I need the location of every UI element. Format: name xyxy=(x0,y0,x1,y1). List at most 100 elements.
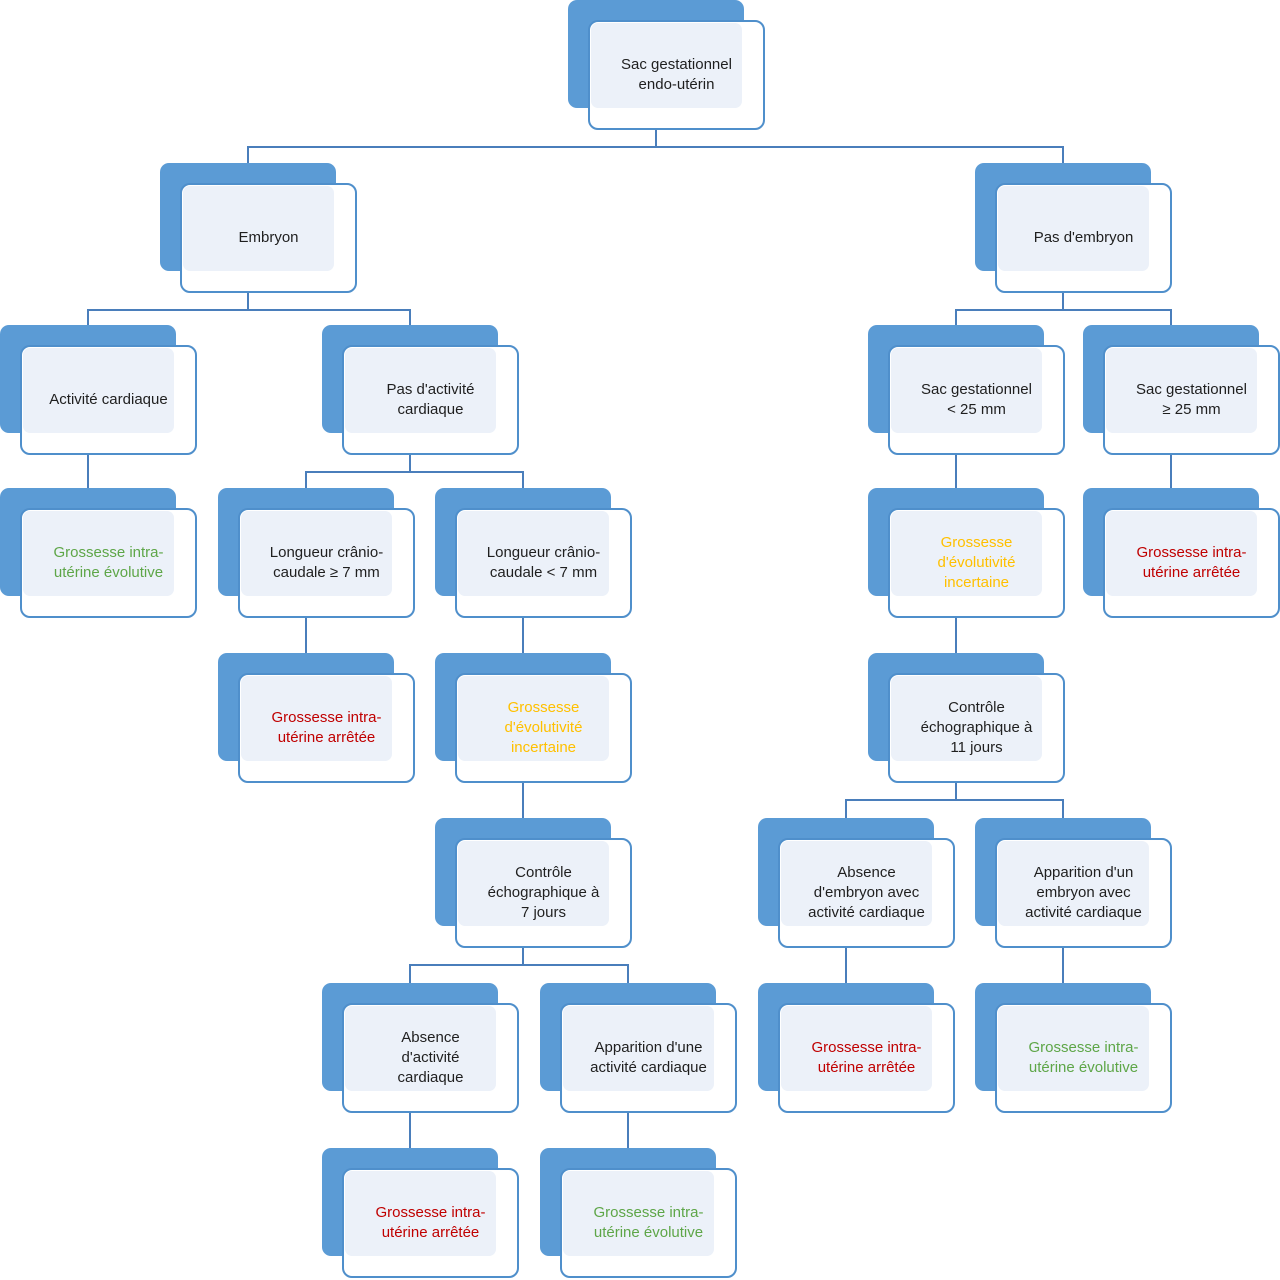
node-grossesse-evolutive-droite-bas: Grossesse intra- utérine évolutive xyxy=(975,983,1172,1113)
node-card xyxy=(560,1168,737,1278)
connector-line xyxy=(1062,799,1064,823)
node-card xyxy=(995,1003,1172,1113)
node-label: Absence d'embryon avec activité cardiaqu… xyxy=(808,864,925,921)
node-label: Apparition d'un embryon avec activité ca… xyxy=(1025,864,1142,921)
node-label: Grossesse intra- utérine arrêtée xyxy=(271,709,382,746)
node-pas-d-embryon: Pas d'embryon xyxy=(975,163,1172,293)
connector-line xyxy=(522,616,524,658)
connector-line xyxy=(955,309,957,329)
connector-line xyxy=(1062,289,1064,311)
node-card xyxy=(995,838,1172,948)
node-card xyxy=(1103,345,1280,455)
connector-line xyxy=(955,616,957,658)
node-label: Grossesse intra- utérine arrêtée xyxy=(1136,544,1247,581)
node-label: Sac gestationnel < 25 mm xyxy=(921,381,1032,418)
connector-line xyxy=(1062,146,1064,168)
connector-line xyxy=(522,944,524,966)
node-label: Grossesse d'évolutivité incertaine xyxy=(937,534,1016,591)
node-apparition-activite-cardiaque: Apparition d'une activité cardiaque xyxy=(540,983,737,1113)
node-label: Contrôle échographique à 7 jours xyxy=(487,864,600,921)
node-grossesse-incertaine-droite: Grossesse d'évolutivité incertaine xyxy=(868,488,1065,618)
connector-line xyxy=(409,964,411,988)
node-card xyxy=(238,508,415,618)
node-card xyxy=(995,183,1172,293)
node-grossesse-incertaine-gauche: Grossesse d'évolutivité incertaine xyxy=(435,653,632,783)
node-card xyxy=(888,673,1065,783)
connector-line xyxy=(409,309,411,329)
node-controle-echo-7-jours: Contrôle échographique à 7 jours xyxy=(435,818,632,948)
node-lcc-lt-7: Longueur crânio- caudale < 7 mm xyxy=(435,488,632,618)
connector-line xyxy=(1062,944,1064,986)
node-grossesse-arretee-gauche-bas: Grossesse intra- utérine arrêtée xyxy=(322,1148,519,1278)
connector-line xyxy=(627,1111,629,1153)
connector-line xyxy=(87,309,89,329)
connector-line xyxy=(1170,453,1172,493)
connector-line xyxy=(955,453,957,493)
node-label: Absence d'activité cardiaque xyxy=(397,1029,464,1086)
node-card xyxy=(560,1003,737,1113)
node-card xyxy=(238,673,415,783)
connector-line xyxy=(305,616,307,658)
node-label: Grossesse intra- utérine évolutive xyxy=(1028,1039,1139,1076)
node-activite-cardiaque: Activité cardiaque xyxy=(0,325,197,455)
node-card xyxy=(455,838,632,948)
connector-line xyxy=(845,799,847,823)
node-grossesse-arretee-gauche-haut: Grossesse intra- utérine arrêtée xyxy=(218,653,415,783)
node-card xyxy=(588,20,765,130)
connector-line xyxy=(409,1111,411,1153)
connector-line xyxy=(247,146,249,168)
node-card xyxy=(888,345,1065,455)
node-sac-gestationnel-ge-25: Sac gestationnel ≥ 25 mm xyxy=(1083,325,1280,455)
connector-line xyxy=(955,779,957,801)
node-card xyxy=(778,838,955,948)
node-grossesse-evolutive-gauche: Grossesse intra- utérine évolutive xyxy=(0,488,197,618)
node-label: Grossesse intra- utérine évolutive xyxy=(53,544,164,581)
node-label: Apparition d'une activité cardiaque xyxy=(590,1039,707,1076)
node-card xyxy=(888,508,1065,618)
node-lcc-ge-7: Longueur crânio- caudale ≥ 7 mm xyxy=(218,488,415,618)
node-label: Grossesse intra- utérine arrêtée xyxy=(375,1204,486,1241)
node-label: Embryon xyxy=(238,229,299,247)
connector-line xyxy=(87,309,411,311)
node-card xyxy=(342,345,519,455)
node-sac-gestationnel-endo-uterin: Sac gestationnel endo-utérin xyxy=(568,0,765,130)
node-embryon: Embryon xyxy=(160,163,357,293)
node-card xyxy=(20,345,197,455)
connector-line xyxy=(845,799,1064,801)
node-card xyxy=(1103,508,1280,618)
connector-line xyxy=(247,289,249,311)
node-card xyxy=(180,183,357,293)
node-card xyxy=(455,673,632,783)
node-label: Pas d'activité cardiaque xyxy=(386,381,475,418)
node-label: Sac gestationnel ≥ 25 mm xyxy=(1136,381,1247,418)
connector-line xyxy=(955,309,1172,311)
connector-line xyxy=(522,471,524,493)
node-controle-echo-11-jours: Contrôle échographique à 11 jours xyxy=(868,653,1065,783)
connector-line xyxy=(627,964,629,988)
connector-line xyxy=(87,453,89,493)
node-label: Longueur crânio- caudale < 7 mm xyxy=(486,544,601,581)
node-label: Grossesse d'évolutivité incertaine xyxy=(504,699,583,756)
connector-line xyxy=(247,146,1064,148)
connector-line xyxy=(409,964,629,966)
connector-line xyxy=(305,471,524,473)
node-card xyxy=(778,1003,955,1113)
node-label: Grossesse intra- utérine arrêtée xyxy=(811,1039,922,1076)
connector-line xyxy=(655,126,657,148)
node-pas-d-activite-cardiaque: Pas d'activité cardiaque xyxy=(322,325,519,455)
node-label: Longueur crânio- caudale ≥ 7 mm xyxy=(269,544,384,581)
node-label: Grossesse intra- utérine évolutive xyxy=(593,1204,704,1241)
connector-line xyxy=(845,944,847,986)
node-card xyxy=(342,1003,519,1113)
node-card xyxy=(455,508,632,618)
node-absence-activite-cardiaque: Absence d'activité cardiaque xyxy=(322,983,519,1113)
node-card xyxy=(20,508,197,618)
node-label: Sac gestationnel endo-utérin xyxy=(621,56,732,93)
node-label: Contrôle échographique à 11 jours xyxy=(920,699,1033,756)
node-grossesse-arretee-droite-bas: Grossesse intra- utérine arrêtée xyxy=(758,983,955,1113)
node-sac-gestationnel-lt-25: Sac gestationnel < 25 mm xyxy=(868,325,1065,455)
node-absence-embryon-activite-cardiaque: Absence d'embryon avec activité cardiaqu… xyxy=(758,818,955,948)
connector-line xyxy=(522,781,524,823)
connector-line xyxy=(305,471,307,493)
